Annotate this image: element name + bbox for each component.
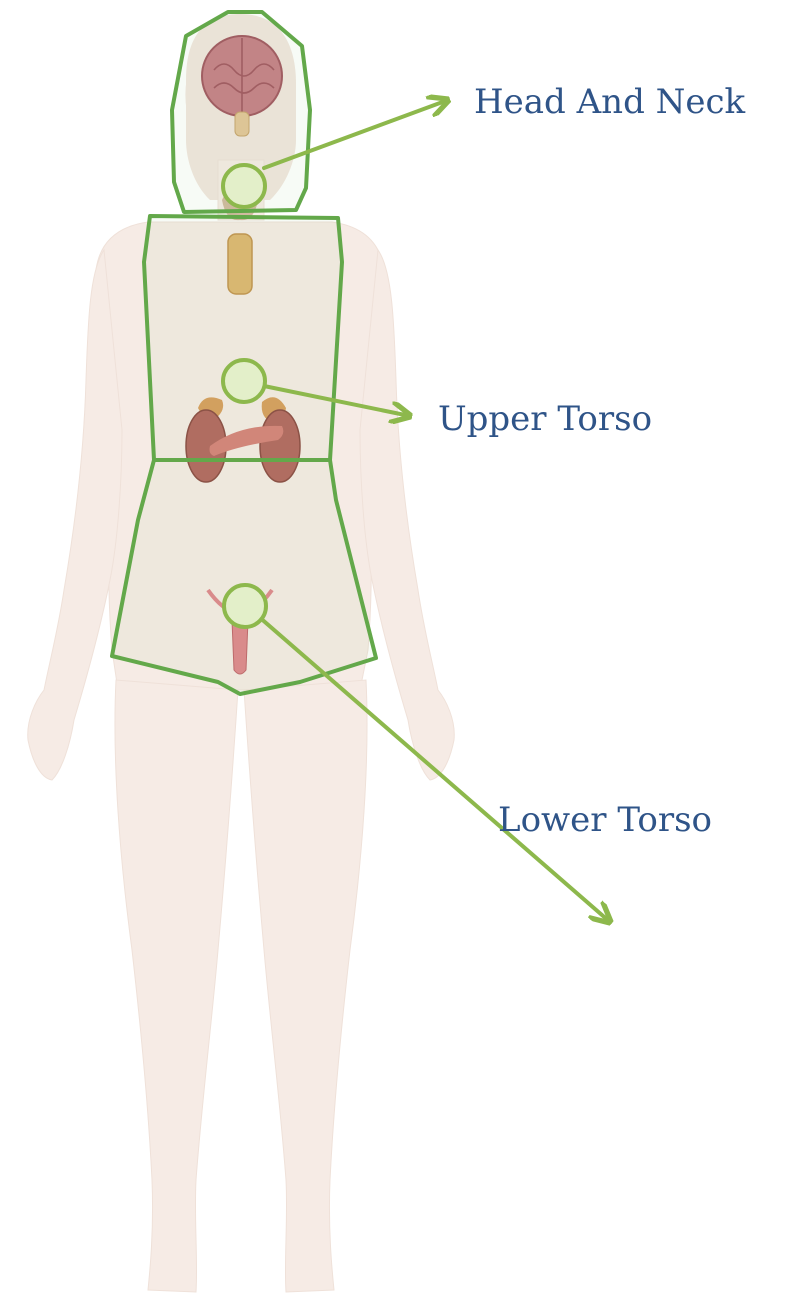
upper-torso-label[interactable]: Upper Torso <box>438 399 652 439</box>
head-and-neck-hotspot[interactable] <box>223 165 265 207</box>
lower-torso-hotspot[interactable] <box>224 585 266 627</box>
upper-torso-region-outline[interactable] <box>144 216 342 460</box>
head-and-neck-label[interactable]: Head And Neck <box>474 82 745 122</box>
upper-torso-hotspot[interactable] <box>223 360 265 402</box>
lower-torso-region-outline[interactable] <box>112 460 376 694</box>
right-leg-shape <box>244 680 367 1292</box>
left-leg-shape <box>115 680 238 1292</box>
right-arm-shape <box>360 250 454 780</box>
left-arm-shape <box>28 250 122 780</box>
lower-torso-label[interactable]: Lower Torso <box>498 800 712 840</box>
